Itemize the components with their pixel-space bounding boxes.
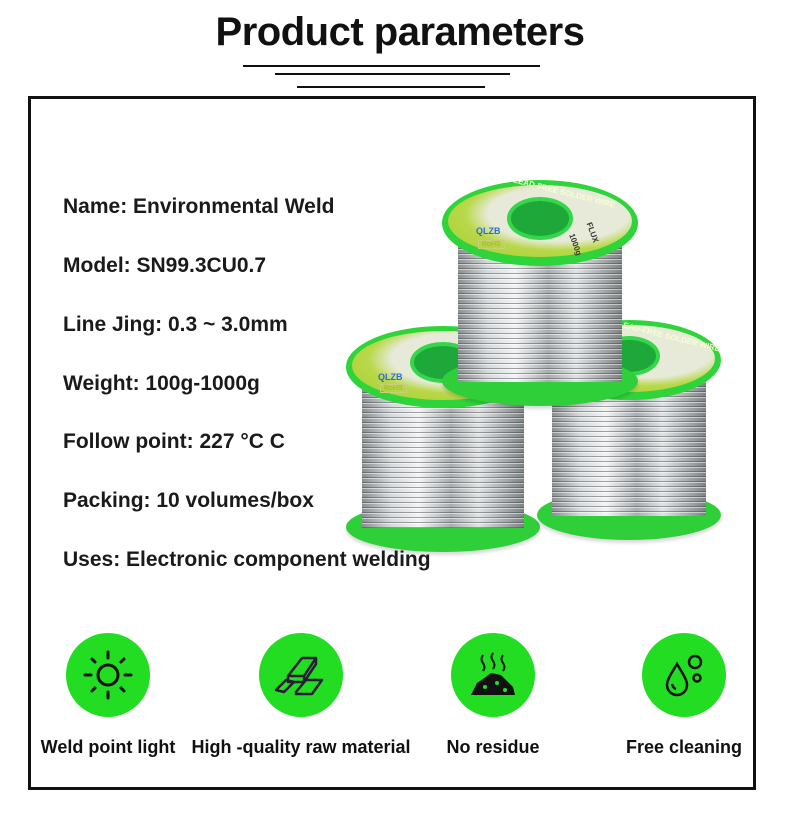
spec-weight: Weight: 100g-1000g <box>63 372 260 395</box>
feature-label: Free cleaning <box>625 737 743 757</box>
sun-icon <box>66 633 150 717</box>
spec-model: Model: SN99.3CU0.7 <box>63 254 267 277</box>
feature-label: Weld point light <box>40 737 176 757</box>
feature-label: High -quality raw material <box>191 737 411 757</box>
brand-logo: QLZB <box>476 226 501 236</box>
water-drop-icon <box>642 633 726 717</box>
title-divider <box>297 86 485 88</box>
page-title: Product parameters <box>215 10 585 54</box>
feature-weld-point-light: Weld point light <box>18 633 198 757</box>
feature-label: No residue <box>446 737 540 757</box>
spec-line-diameter: Line Jing: 0.3 ~ 3.0mm <box>63 313 288 336</box>
spool-hub <box>506 197 574 241</box>
solder-spool-top: LEAD-FREE SOLDER WIRE QLZB RoHS FLUX 100… <box>442 175 638 406</box>
spec-melting-point: Follow point: 227 °C C <box>63 430 285 453</box>
feature-raw-material: High -quality raw material <box>191 633 411 757</box>
rohs-mark: RoHS <box>380 384 407 393</box>
spool-top-flange: LEAD-FREE SOLDER WIRE QLZB RoHS FLUX 100… <box>442 175 638 266</box>
spec-uses: Uses: Electronic component welding <box>63 548 431 571</box>
metal-bars-icon <box>259 633 343 717</box>
feature-no-residue: No residue <box>403 633 583 757</box>
spec-name: Name: Environmental Weld <box>63 195 335 218</box>
rohs-mark: RoHS <box>478 240 505 249</box>
spec-packing: Packing: 10 volumes/box <box>63 489 314 512</box>
title-divider <box>275 73 510 75</box>
residue-pile-icon <box>451 633 535 717</box>
title-divider <box>243 65 540 67</box>
feature-free-cleaning: Free cleaning <box>594 633 774 757</box>
brand-logo: QLZB <box>378 372 403 382</box>
content-frame <box>28 96 756 790</box>
